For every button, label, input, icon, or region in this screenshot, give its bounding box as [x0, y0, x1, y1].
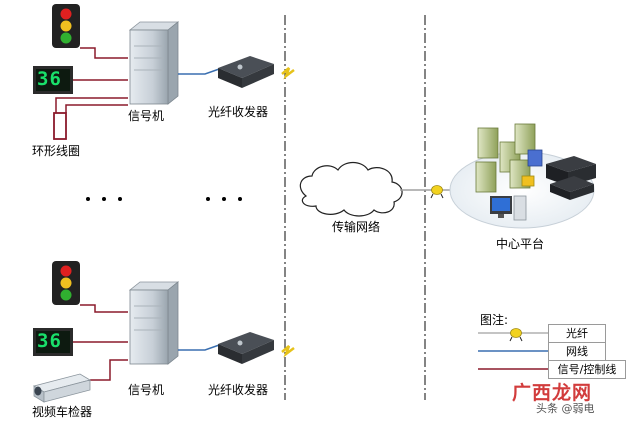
fiber-transceiver-icon [218, 332, 274, 364]
watermark-source: 头条 @弱电 [536, 402, 595, 415]
legend-fiber-label: 光纤 [548, 324, 606, 343]
traffic-light-icon [52, 261, 80, 305]
fiber-link-icon [281, 345, 295, 358]
fiber-connector-icon [430, 185, 444, 199]
cloud-icon [299, 161, 403, 217]
countdown-display-icon [33, 66, 73, 94]
fiber-link-icon [281, 67, 295, 80]
countdown-digits: 36 [37, 68, 62, 90]
signal-cabinet-icon [128, 21, 180, 105]
signal-machine-label: 信号机 [128, 109, 165, 123]
signal-machine-label: 信号机 [128, 383, 165, 397]
loop-coil-icon [53, 112, 67, 140]
legend-signal-label: 信号/控制线 [548, 360, 626, 379]
network-wire-bottom [178, 343, 223, 351]
workstation-icon [490, 195, 527, 221]
fiber-transceiver-icon [218, 56, 274, 88]
center-platform-label: 中心平台 [496, 237, 545, 251]
watermark-brand: 广西龙网 [512, 382, 593, 404]
countdown-display-icon [33, 328, 73, 356]
legend-title: 图注: [480, 313, 509, 327]
legend-fiber-connector-icon [509, 328, 523, 342]
signal-wires-top [55, 47, 128, 113]
video-detector-icon [32, 373, 92, 403]
ellipsis-left [86, 197, 122, 201]
server-cluster-icon [475, 123, 543, 193]
signal-wires-bottom [72, 304, 128, 381]
legend-network-label: 网线 [548, 342, 606, 361]
transceiver-label: 光纤收发器 [208, 105, 269, 119]
ellipsis-right [206, 197, 242, 201]
countdown-digits: 36 [37, 330, 62, 352]
loop-coil-label: 环形线圈 [32, 144, 81, 158]
signal-cabinet-icon [128, 281, 180, 365]
storage-device-icon [546, 156, 596, 200]
video-detector-label: 视频车检器 [32, 405, 93, 419]
network-label: 传输网络 [332, 220, 381, 234]
traffic-light-icon [52, 4, 80, 48]
transceiver-label: 光纤收发器 [208, 383, 269, 397]
network-wire-top [178, 67, 223, 75]
